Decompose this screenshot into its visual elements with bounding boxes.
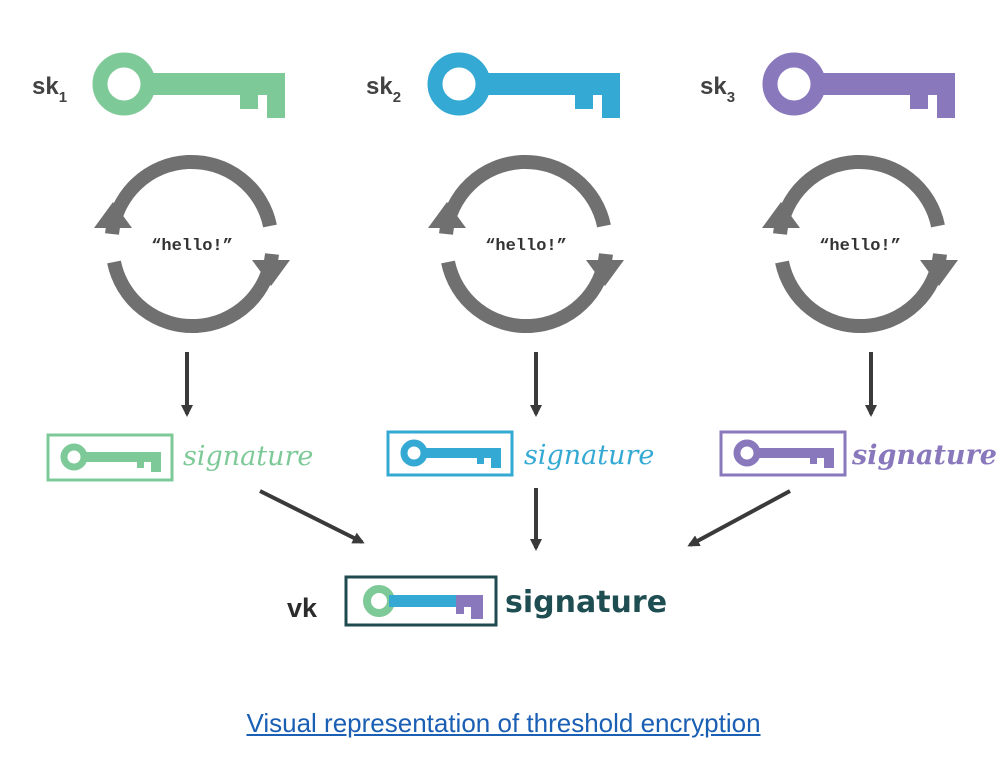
key-icon xyxy=(92,52,285,118)
key-icon xyxy=(762,52,955,118)
key-label-2: sk2 xyxy=(366,73,401,106)
vk-signature-text: signature xyxy=(505,585,667,620)
column-1: sk1 “hello!” signature xyxy=(32,52,365,544)
signature-text-2: signature xyxy=(524,440,654,471)
vk-label: vk xyxy=(287,593,318,623)
cycle-arrow-icon xyxy=(94,154,290,334)
message-text-2: “hello!” xyxy=(485,237,567,256)
arrow-to-vk-icon xyxy=(687,489,791,547)
vk-key-box xyxy=(344,575,498,627)
key-icon xyxy=(427,52,620,118)
caption: Visual representation of threshold encry… xyxy=(0,708,1007,739)
caption-link[interactable]: Visual representation of threshold encry… xyxy=(246,708,761,738)
signature-key-box-3 xyxy=(719,430,847,477)
arrow-to-vk-icon xyxy=(259,489,365,544)
key-label-3: sk3 xyxy=(700,73,735,106)
cycle-arrow-icon xyxy=(428,154,624,334)
signature-key-box-2 xyxy=(386,430,514,477)
threshold-signature-diagram: sk1 “hello!” signature sk2 xyxy=(32,52,997,627)
message-text-3: “hello!” xyxy=(819,237,901,256)
verification-key: vk signature xyxy=(287,575,667,627)
signature-key-box-1 xyxy=(46,433,174,482)
cycle-arrow-icon xyxy=(762,154,958,334)
column-2: sk2 “hello!” signature xyxy=(366,52,654,551)
column-3: sk3 “hello!” signature xyxy=(687,52,997,547)
message-text-1: “hello!” xyxy=(151,237,233,256)
signature-text-1: signature xyxy=(183,441,313,472)
signature-text-3: signature xyxy=(851,440,997,471)
key-label-1: sk1 xyxy=(32,73,67,106)
